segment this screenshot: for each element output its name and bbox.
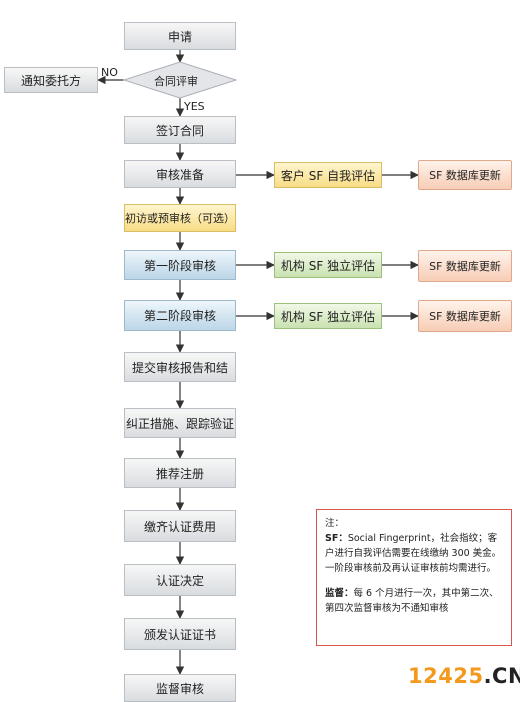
edge-label-yes: YES bbox=[184, 100, 205, 113]
edge-label-no: NO bbox=[101, 66, 118, 79]
watermark-dot: . bbox=[483, 664, 493, 688]
node-notify-client: 通知委托方 bbox=[4, 67, 98, 93]
watermark-cn: CN bbox=[492, 664, 520, 688]
node-corrective: 纠正措施、跟踪验证 bbox=[124, 408, 236, 438]
node-org-sf-eval-1: 机构 SF 独立评估 bbox=[274, 252, 382, 278]
contract-review-diamond bbox=[122, 61, 238, 99]
node-sf-db-update-1: SF 数据库更新 bbox=[418, 160, 512, 190]
note-surv-text: 每 6 个月进行一次，其中第二次、第四次监督审核为不通知审核 bbox=[325, 588, 499, 614]
node-pay-fee: 缴齐认证费用 bbox=[124, 510, 236, 542]
node-surveillance: 监督审核 bbox=[124, 674, 236, 702]
node-stage2-audit: 第二阶段审核 bbox=[124, 300, 236, 331]
node-apply: 申请 bbox=[124, 22, 236, 50]
node-submit-report: 提交审核报告和结 bbox=[124, 352, 236, 382]
node-contract-review: 合同评审 bbox=[154, 75, 198, 88]
node-sf-db-update-3: SF 数据库更新 bbox=[418, 300, 512, 332]
node-stage1-audit: 第一阶段审核 bbox=[124, 250, 236, 280]
note-surv-term: 监督： bbox=[325, 588, 354, 599]
note-sf-text: Social Fingerprint，社会指纹；客户进行自我评估需要在线缴纳 3… bbox=[325, 533, 502, 574]
node-cert-decision: 认证决定 bbox=[124, 564, 236, 596]
watermark: 12425.CN bbox=[408, 664, 520, 688]
note-sf: SF：Social Fingerprint，社会指纹；客户进行自我评估需要在线缴… bbox=[325, 531, 503, 576]
node-org-sf-eval-2: 机构 SF 独立评估 bbox=[274, 303, 382, 329]
node-issue-cert: 颁发认证证书 bbox=[124, 618, 236, 650]
node-audit-prep: 审核准备 bbox=[124, 160, 236, 188]
note-sf-term: SF： bbox=[325, 533, 348, 544]
node-recommend: 推荐注册 bbox=[124, 458, 236, 488]
node-sign-contract: 签订合同 bbox=[124, 116, 236, 144]
note-box: 注： SF：Social Fingerprint，社会指纹；客户进行自我评估需要… bbox=[316, 509, 512, 646]
node-client-sf-eval: 客户 SF 自我评估 bbox=[274, 162, 382, 188]
node-sf-db-update-2: SF 数据库更新 bbox=[418, 250, 512, 282]
note-title: 注： bbox=[325, 518, 345, 529]
watermark-number: 12425 bbox=[408, 664, 484, 688]
note-surveillance: 监督：每 6 个月进行一次，其中第二次、第四次监督审核为不通知审核 bbox=[325, 586, 503, 616]
node-initial-visit: 初访或预审核（可选） bbox=[124, 204, 236, 232]
